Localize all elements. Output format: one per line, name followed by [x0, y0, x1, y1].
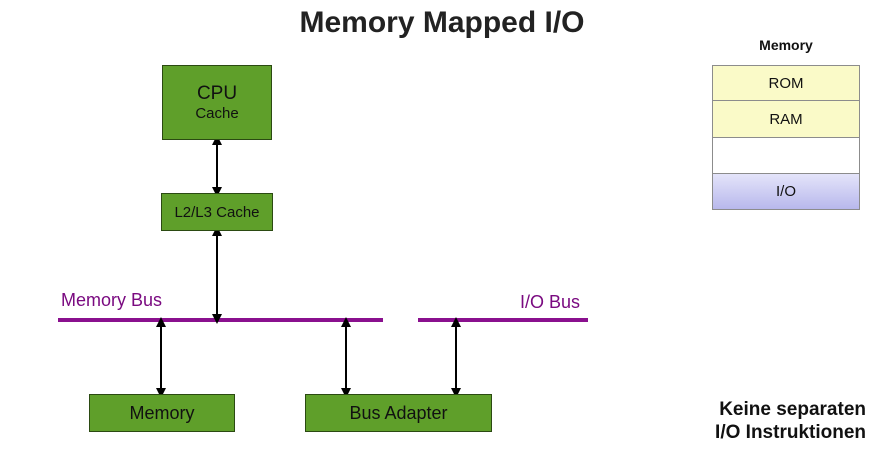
memory-map-title: Memory — [759, 37, 813, 53]
cpu-label: CPU — [196, 83, 238, 104]
memory-map-empty — [712, 137, 860, 174]
bus-adapter-label: Bus Adapter — [349, 402, 448, 423]
bus-adapter-box: Bus Adapter — [305, 394, 492, 432]
l2l3-label: L2/L3 Cache — [174, 203, 260, 221]
memory-box: Memory — [89, 394, 235, 432]
note-line-1: Keine separaten — [719, 399, 866, 420]
memory-map-io-label: I/O — [775, 183, 796, 200]
memory-map-rom: ROM — [712, 65, 860, 101]
memory-map-ram-label: RAM — [769, 110, 803, 128]
memory-map-rom-label: ROM — [768, 74, 804, 92]
note-text: Keine separaten I/O Instruktionen — [640, 398, 866, 444]
io-bus-label: I/O Bus — [520, 292, 581, 312]
cpu-box: CPU Cache — [162, 65, 272, 140]
memory-map-io: I/O — [712, 173, 860, 210]
cpu-sublabel: Cache — [195, 105, 239, 122]
note-line-2: I/O Instruktionen — [715, 422, 866, 443]
l2l3-cache-box: L2/L3 Cache — [161, 193, 273, 231]
memory-map-ram: RAM — [712, 100, 860, 138]
memory-box-label: Memory — [129, 402, 195, 423]
page-title: Memory Mapped I/O — [299, 6, 585, 39]
memory-bus-label: Memory Bus — [61, 290, 163, 310]
